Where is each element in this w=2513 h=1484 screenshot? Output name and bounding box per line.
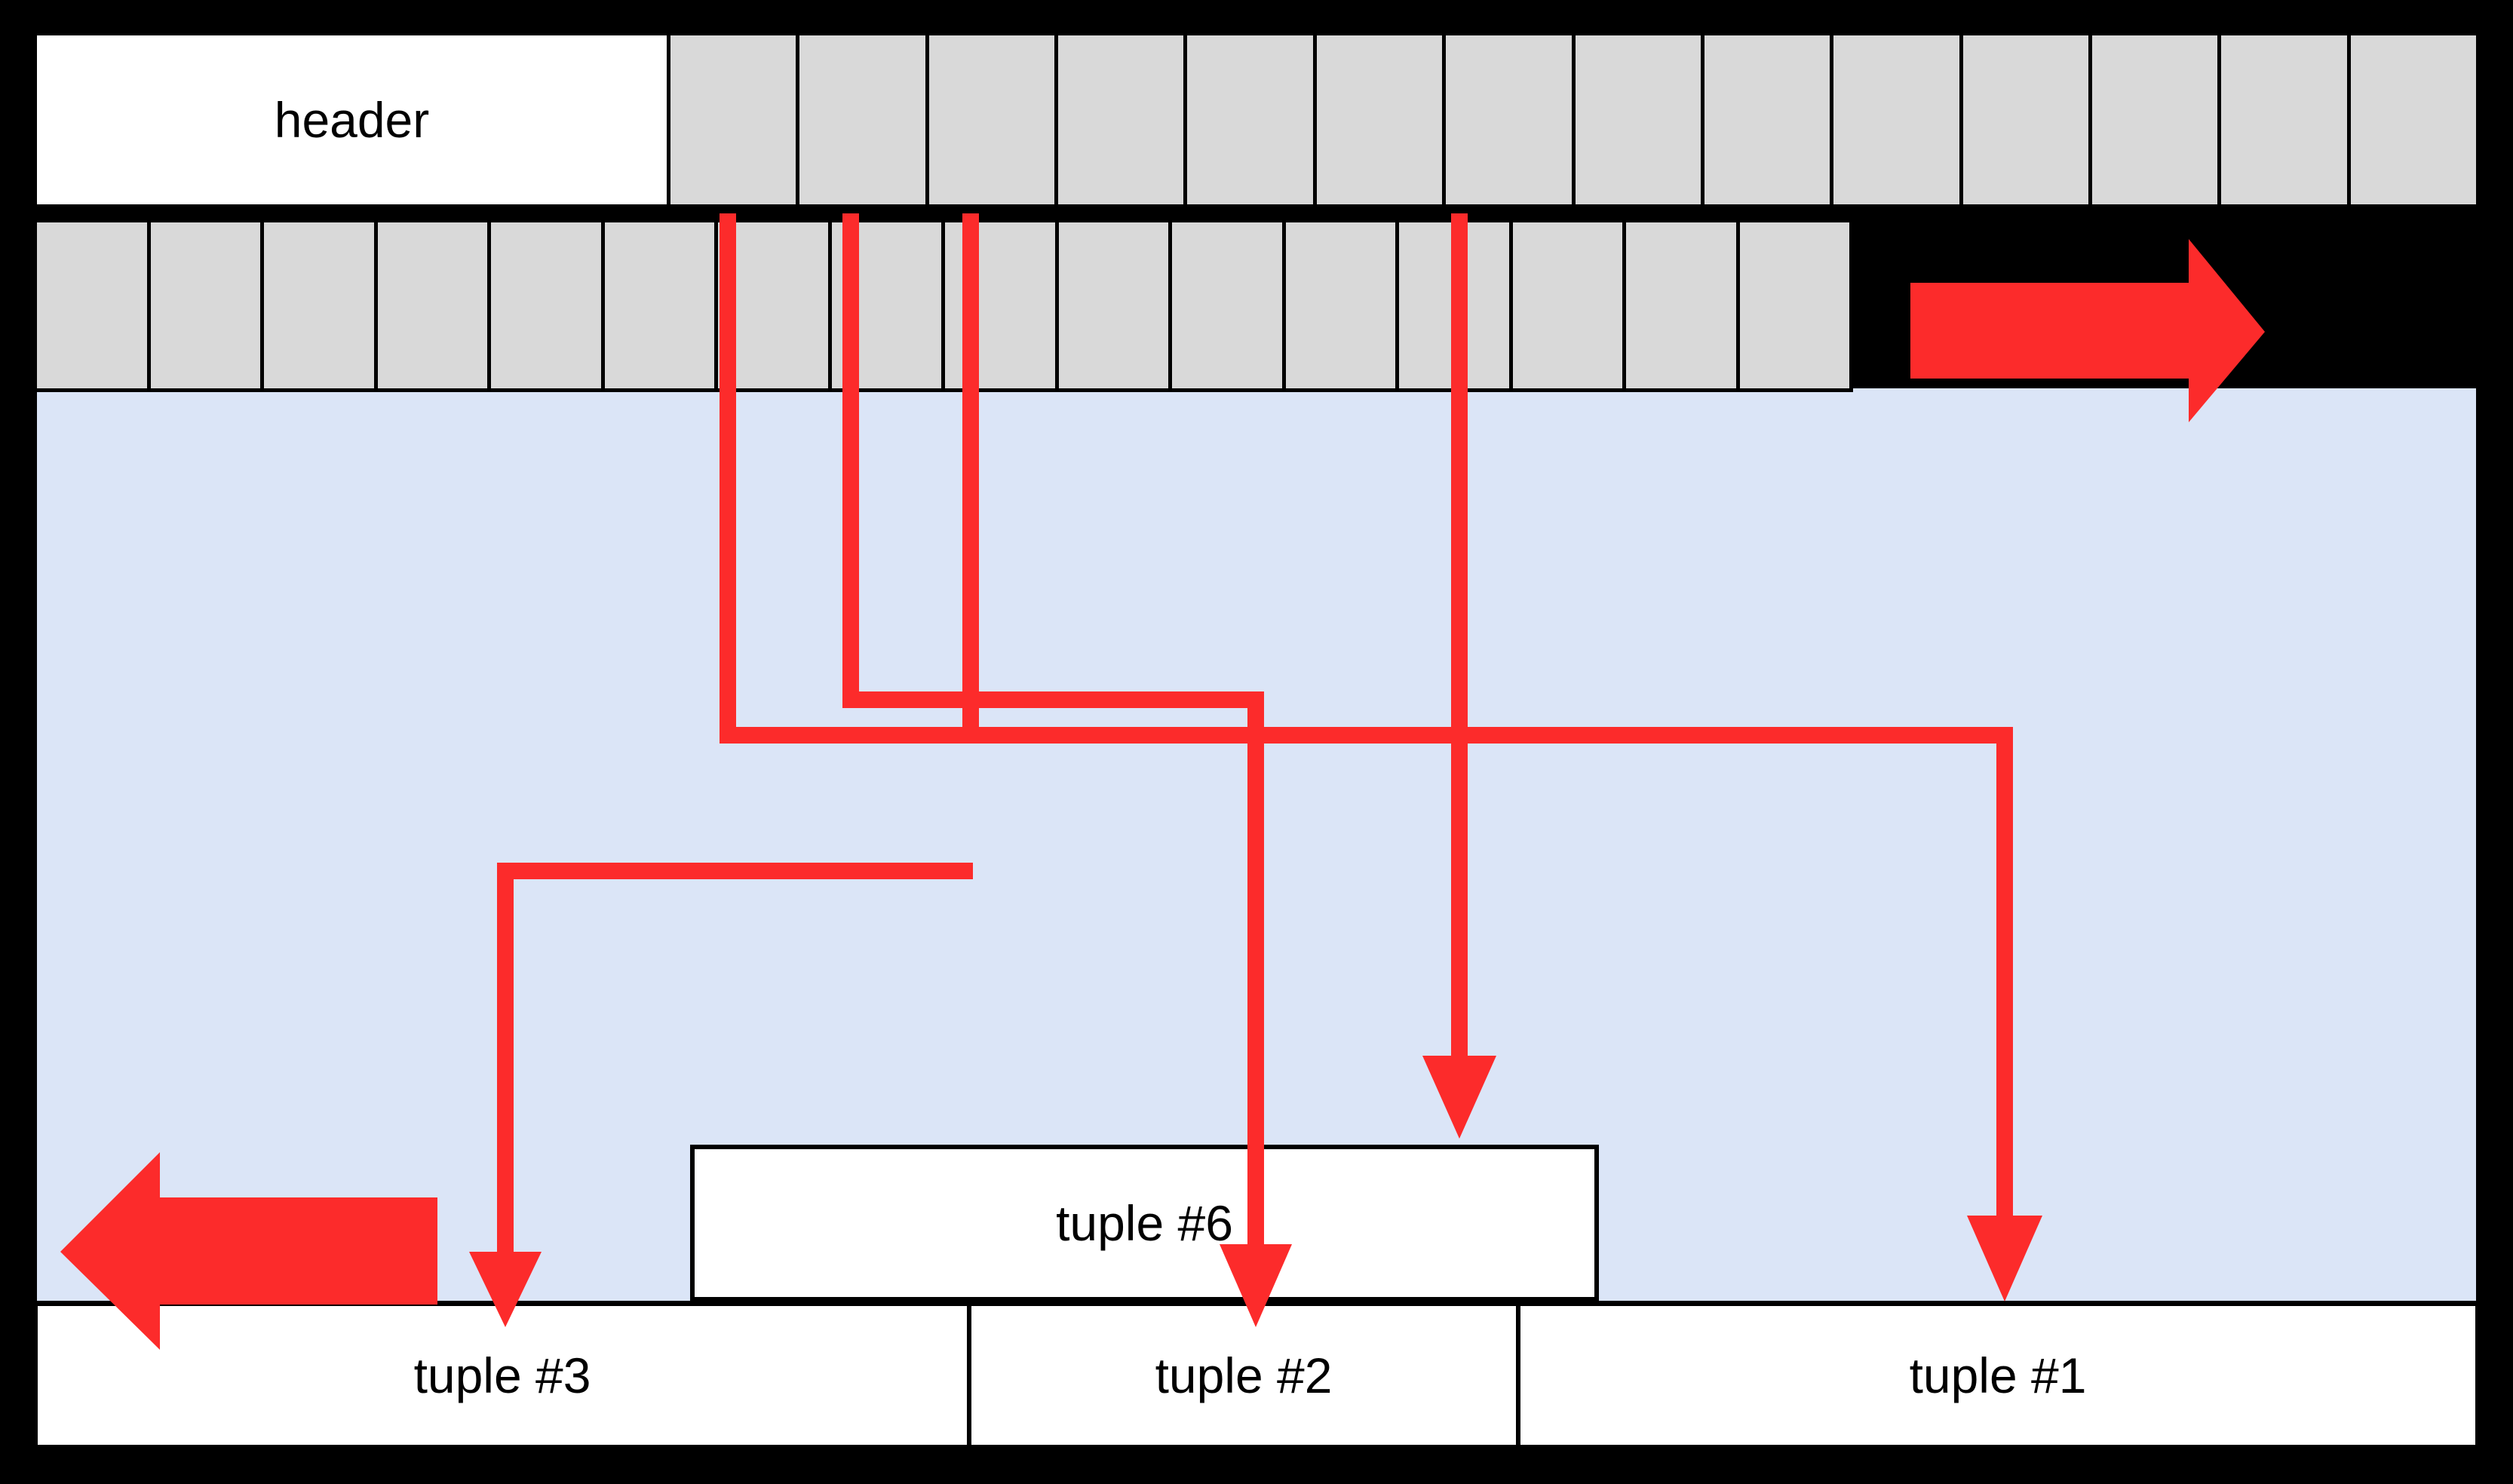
slot-cell[interactable]	[1959, 32, 2092, 208]
slot-cell[interactable]	[33, 219, 151, 392]
slot-cell[interactable]	[2346, 32, 2481, 208]
tuple-box-3-label: tuple #3	[413, 1348, 591, 1403]
tuple-box-1-label: tuple #1	[1909, 1348, 2087, 1403]
slot-cell[interactable]	[1168, 219, 1286, 392]
page-header-cell: header	[33, 32, 670, 208]
slot-cell[interactable]	[2217, 32, 2351, 208]
slot-cell[interactable]	[1281, 219, 1399, 392]
tuple-box-2: tuple #2	[971, 1306, 1520, 1445]
slot-cell[interactable]	[827, 219, 945, 392]
slot-cell[interactable]	[714, 219, 832, 392]
page-header-label: header	[274, 92, 430, 148]
tuple-box-6-label: tuple #6	[1056, 1195, 1233, 1251]
tuple-box-6: tuple #6	[690, 1145, 1599, 1302]
slot-cell[interactable]	[1312, 32, 1447, 208]
tuple-box-3: tuple #3	[38, 1306, 971, 1445]
slot-cell[interactable]	[1054, 32, 1188, 208]
slot-cell[interactable]	[796, 32, 929, 208]
slot-cell[interactable]	[667, 32, 800, 208]
slot-cell[interactable]	[1508, 219, 1626, 392]
slot-cell[interactable]	[1442, 32, 1576, 208]
slot-cell[interactable]	[2088, 32, 2222, 208]
slot-cell[interactable]	[1054, 219, 1172, 392]
slot-array-row-2	[33, 219, 1853, 392]
slot-cell[interactable]	[146, 219, 264, 392]
tuple-box-1: tuple #1	[1520, 1306, 2475, 1445]
slot-cell[interactable]	[1183, 32, 1317, 208]
tuple-box-2-label: tuple #2	[1155, 1348, 1333, 1403]
slot-cell[interactable]	[1571, 32, 1704, 208]
slot-cell[interactable]	[600, 219, 718, 392]
slot-cell[interactable]	[941, 219, 1059, 392]
slot-array-row-1: header	[33, 32, 2481, 208]
slot-cell[interactable]	[1700, 32, 1834, 208]
slot-cell[interactable]	[487, 219, 605, 392]
slot-cell[interactable]	[1735, 219, 1853, 392]
slot-cell[interactable]	[373, 219, 491, 392]
slot-cell[interactable]	[1622, 219, 1740, 392]
slot-cell[interactable]	[925, 32, 1059, 208]
slot-cell[interactable]	[260, 219, 378, 392]
slot-cell[interactable]	[1395, 219, 1513, 392]
tuple-row: tuple #3 tuple #2 tuple #1	[33, 1302, 2480, 1449]
slot-cell[interactable]	[1830, 32, 1963, 208]
